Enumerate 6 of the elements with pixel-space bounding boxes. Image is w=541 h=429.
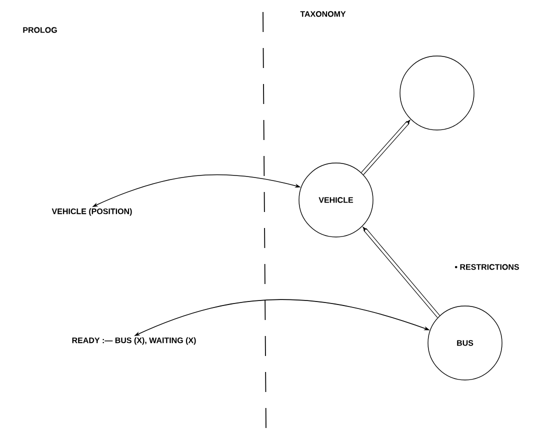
note-label: • RESTRICTIONS bbox=[454, 264, 519, 270]
section-heading: TAXONOMY bbox=[300, 11, 346, 17]
prolog-clause: READY :— BUS (X), WAITING (X) bbox=[72, 337, 196, 345]
section-heading: PROLOG bbox=[23, 27, 57, 33]
empty-circle bbox=[400, 56, 474, 130]
prolog-clause: VEHICLE (POSITION) bbox=[52, 208, 132, 216]
